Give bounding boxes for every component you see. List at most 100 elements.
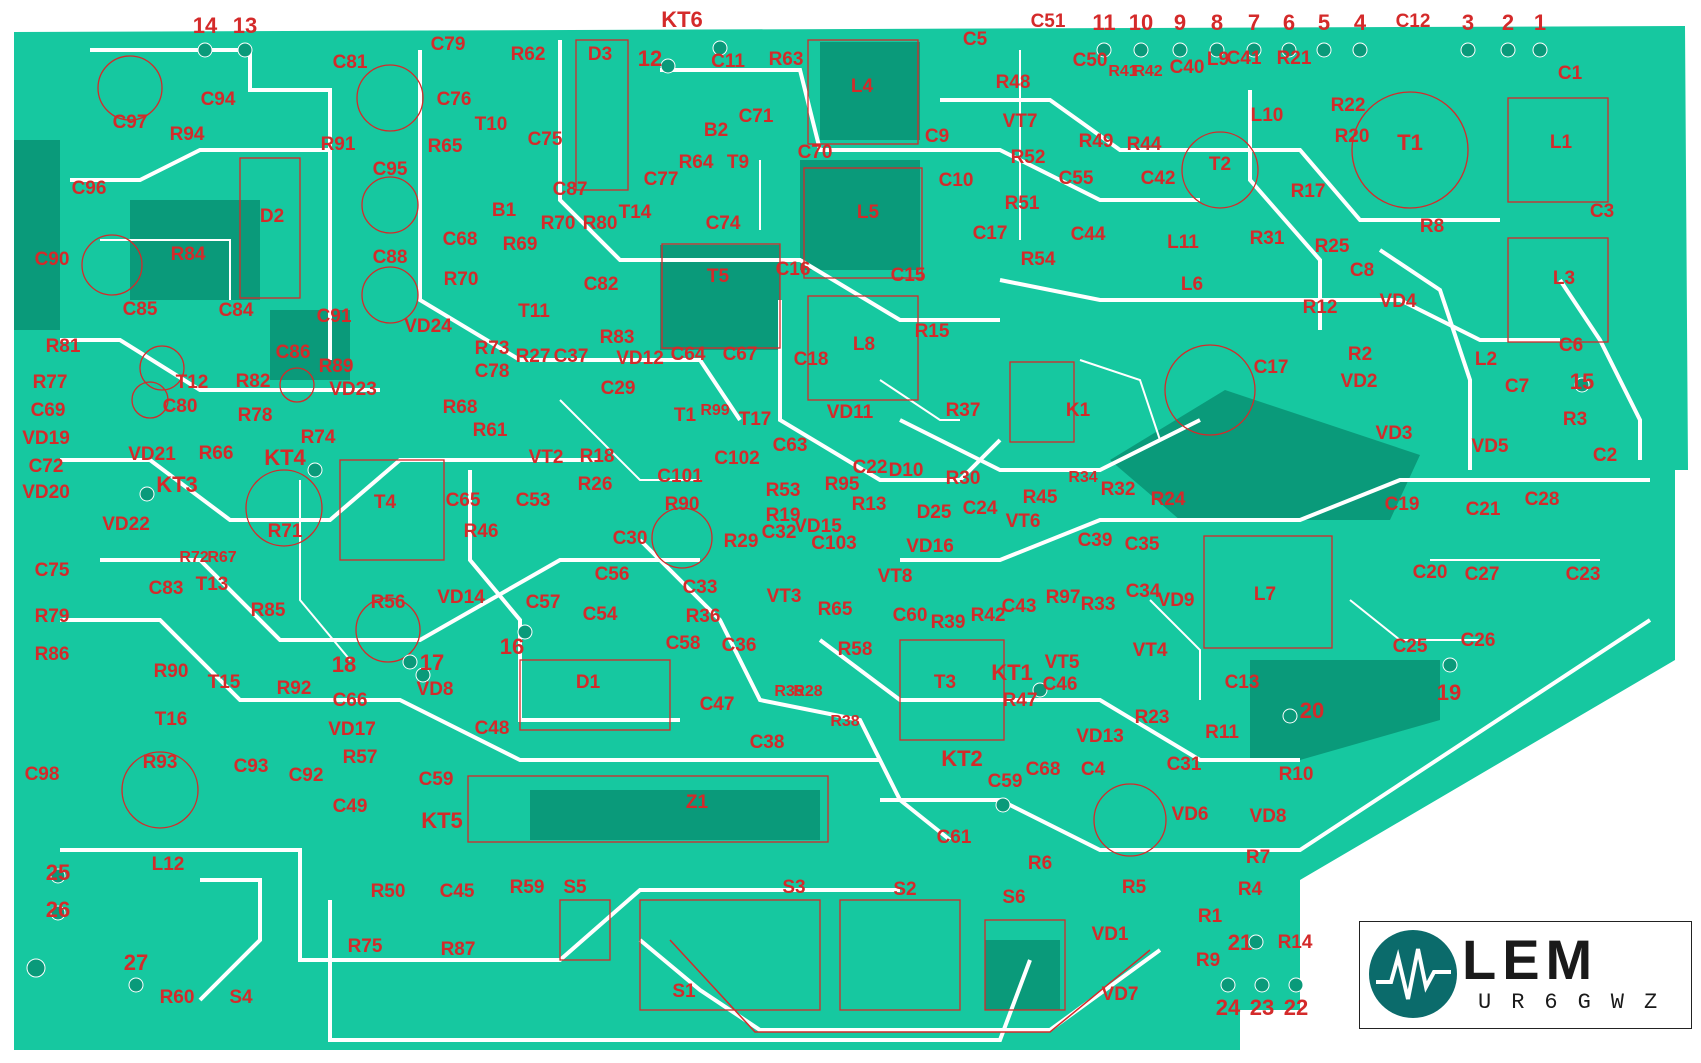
component-label: C56 [595, 564, 630, 585]
component-label: C43 [1002, 596, 1037, 617]
component-label: C75 [528, 129, 563, 150]
component-label: R36 [686, 606, 721, 627]
component-label: C22 [853, 457, 888, 478]
component-label: R27 [516, 346, 551, 367]
coil-l1-outline [1507, 97, 1609, 203]
component-label: R66 [199, 443, 234, 464]
component-label: R2 [1348, 344, 1372, 365]
component-label: T3 [934, 672, 956, 693]
component-label: C17 [973, 223, 1008, 244]
component-label: C19 [1385, 494, 1420, 515]
component-label: R38 [830, 713, 859, 730]
component-label: R23 [1135, 707, 1170, 728]
component-label: C10 [939, 170, 974, 191]
component-label: R5 [1122, 877, 1147, 898]
component-label: 14 [193, 13, 218, 38]
component-label: KT3 [156, 472, 198, 497]
component-label: C94 [201, 89, 236, 110]
component-label: R29 [724, 531, 759, 552]
component-label: C75 [35, 560, 70, 581]
component-label: VT7 [1003, 111, 1038, 132]
component-label: R89 [319, 356, 354, 377]
coil-l7-outline [1203, 535, 1333, 649]
component-label: C2 [1593, 445, 1617, 466]
component-label: C18 [794, 349, 829, 370]
component-label: R61 [473, 420, 508, 441]
transformer-t3-outline [899, 639, 1005, 741]
component-label: R47 [1003, 690, 1038, 711]
component-label: C90 [35, 249, 70, 270]
component-label: S1 [672, 981, 696, 1002]
component-label: R92 [277, 678, 312, 699]
component-label: C17 [1254, 357, 1289, 378]
component-label: R74 [301, 427, 336, 448]
transistor-t12-outline [139, 345, 185, 391]
relay-k1-outline [1009, 361, 1075, 443]
component-label: 18 [332, 652, 356, 677]
component-label: L11 [1167, 232, 1199, 253]
component-label: R81 [46, 336, 81, 357]
component-label: C97 [113, 112, 148, 133]
component-label: C32 [762, 522, 797, 543]
component-label: C93 [234, 756, 269, 777]
component-label: R85 [251, 600, 286, 621]
component-label: C6 [1559, 335, 1583, 356]
component-label: 5 [1318, 10, 1330, 35]
coil-l5-outline [803, 167, 923, 279]
component-label: L12 [152, 854, 185, 875]
component-label: R93 [143, 752, 178, 773]
component-label: L10 [1251, 105, 1284, 126]
component-label: D25 [917, 502, 952, 523]
component-label: VD19 [22, 428, 70, 449]
component-label: D10 [889, 460, 924, 481]
component-label: R19 [766, 505, 801, 526]
component-label: R10 [1279, 764, 1314, 785]
component-label: R58 [838, 639, 873, 660]
component-label: R97 [1046, 587, 1081, 608]
component-label: R72 [179, 549, 208, 566]
component-label: 21 [1228, 930, 1252, 955]
wire-jumper [669, 939, 1151, 1033]
component-label: L6 [1181, 274, 1203, 295]
component-label: R24 [1151, 489, 1186, 510]
transformer-t2-outline [1181, 131, 1259, 209]
component-label: C12 [1396, 11, 1431, 32]
component-label: C31 [1167, 754, 1202, 775]
component-label: C53 [516, 490, 551, 511]
component-label: R15 [915, 321, 950, 342]
component-label: S5 [563, 877, 587, 898]
switch-s2-outline [839, 899, 961, 1011]
component-label: C58 [666, 633, 701, 654]
component-label: D2 [260, 206, 284, 227]
component-label: VD8 [417, 679, 454, 700]
component-label: C82 [584, 274, 619, 295]
component-label: C5 [963, 29, 988, 50]
component-label: T1 [1397, 130, 1423, 155]
component-label: C41 [1227, 48, 1262, 69]
component-label: VT2 [529, 447, 564, 468]
trimmer-r90-outline [651, 507, 713, 569]
component-label: C84 [219, 300, 254, 321]
switch-s3-outline [639, 899, 821, 1011]
component-label: 1 [1534, 10, 1546, 35]
component-label: R1 [1198, 906, 1223, 927]
component-label: R57 [343, 747, 378, 768]
capacitor-c97-outline [97, 55, 163, 121]
component-label: C16 [776, 259, 811, 280]
component-label: C67 [723, 344, 758, 365]
component-label: C11 [711, 51, 745, 72]
component-label: L9 [1207, 49, 1229, 70]
component-label: R42 [1133, 63, 1162, 80]
component-label: R37 [946, 400, 981, 421]
component-label: C68 [443, 229, 478, 250]
waveform-logo-icon [1369, 930, 1457, 1018]
component-label: R11 [1205, 722, 1239, 743]
component-label: 24 [1216, 995, 1241, 1020]
logo-callsign: UR6GWZ [1478, 990, 1678, 1015]
logo-brand: LEM [1462, 928, 1599, 991]
component-label: C102 [714, 448, 759, 469]
component-label: C78 [475, 361, 510, 382]
component-label: R44 [1127, 134, 1162, 155]
component-label: C21 [1466, 499, 1501, 520]
component-label: R84 [171, 244, 206, 265]
